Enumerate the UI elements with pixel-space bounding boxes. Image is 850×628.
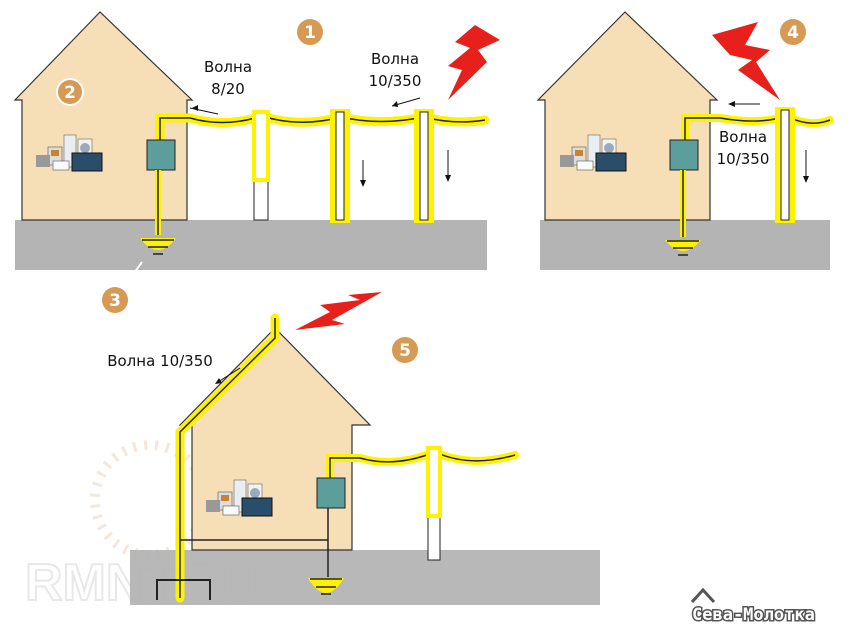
ground xyxy=(130,550,600,605)
ground-electrode-icon xyxy=(667,240,699,256)
badge-2 xyxy=(56,78,84,106)
ground-electrode-icon xyxy=(142,239,174,255)
wave-label: 8/20 xyxy=(211,80,245,98)
arrow-icon xyxy=(215,378,222,384)
lightning-icon xyxy=(712,22,780,100)
badge-3 xyxy=(102,287,128,313)
svg-text:1: 1 xyxy=(304,23,316,43)
badge-4 xyxy=(780,19,806,45)
svg-text:5: 5 xyxy=(399,341,411,361)
wave-label: Волна xyxy=(204,58,252,76)
panel-4: Волна 10/350 4 xyxy=(536,11,834,270)
panel-1: Волна 8/20 Волна 10/350 1 2 3 xyxy=(13,11,500,313)
protection-box xyxy=(669,139,699,171)
svg-text:4: 4 xyxy=(787,23,799,43)
svg-text:Сева-Молотка: Сева-Молотка xyxy=(692,605,815,625)
protection-box xyxy=(146,139,176,171)
wave-label: Волна xyxy=(371,50,419,68)
lightning-icon xyxy=(448,25,500,100)
wave-label: 10/350 xyxy=(717,150,770,168)
svg-text:3: 3 xyxy=(109,291,121,311)
ground xyxy=(15,220,487,270)
protection-box xyxy=(316,477,346,509)
pole xyxy=(253,111,269,221)
wave-label: 10/350 xyxy=(369,72,422,90)
arrow-icon xyxy=(728,101,735,107)
lightning-icon xyxy=(295,292,382,330)
wave-label: Волна 10/350 xyxy=(107,352,213,370)
badge-5 xyxy=(392,337,418,363)
site-logo: Сева-Молотка xyxy=(691,587,816,627)
lightning-rod xyxy=(179,318,276,598)
arrow-icon xyxy=(392,101,398,107)
ground-electrode-icon xyxy=(156,579,211,600)
svg-text:2: 2 xyxy=(64,83,76,103)
badge-1 xyxy=(297,19,323,45)
wave-label: Волна xyxy=(719,128,767,146)
panel-5: Волна 10/350 5 xyxy=(107,292,600,605)
